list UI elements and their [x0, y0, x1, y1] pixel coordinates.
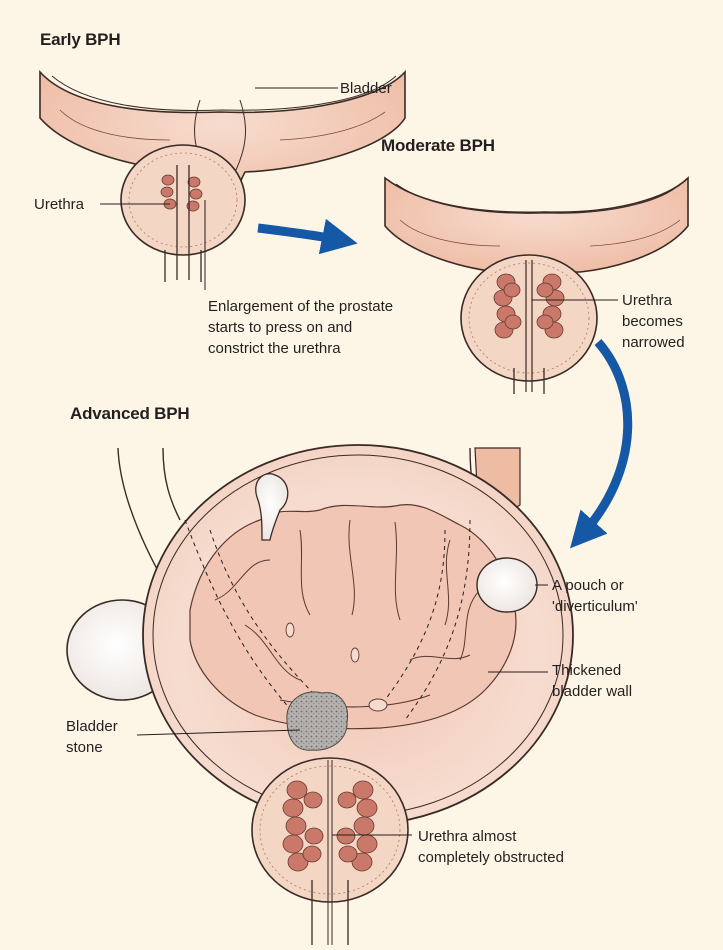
early-bph-illustration	[40, 72, 405, 290]
urethra-narrowed-label: Urethra becomes narrowed	[622, 290, 685, 353]
advanced-prostate	[252, 758, 408, 902]
moderate-bph-title: Moderate BPH	[381, 136, 495, 156]
enlargement-label: Enlargement of the prostate starts to pr…	[208, 296, 393, 359]
bladder-stone	[287, 692, 348, 750]
advanced-bph-illustration	[67, 445, 573, 945]
bladder-stone-label: Bladder stone	[66, 716, 118, 758]
thickened-wall-label: Thickened bladder wall	[552, 660, 632, 702]
bladder-label: Bladder	[340, 78, 392, 99]
diverticulum-right	[477, 558, 537, 612]
moderate-bph-illustration	[385, 178, 688, 394]
early-bph-title: Early BPH	[40, 30, 120, 50]
early-prostate	[121, 145, 245, 255]
urethra-label: Urethra	[34, 194, 84, 215]
urethra-obstructed-label: Urethra almost completely obstructed	[418, 826, 564, 868]
pouch-label: A pouch or 'diverticulum'	[552, 575, 638, 617]
progress-arrow-1	[258, 228, 340, 240]
advanced-bph-title: Advanced BPH	[70, 404, 189, 424]
progress-arrow-2	[582, 342, 628, 535]
moderate-prostate	[461, 255, 597, 381]
